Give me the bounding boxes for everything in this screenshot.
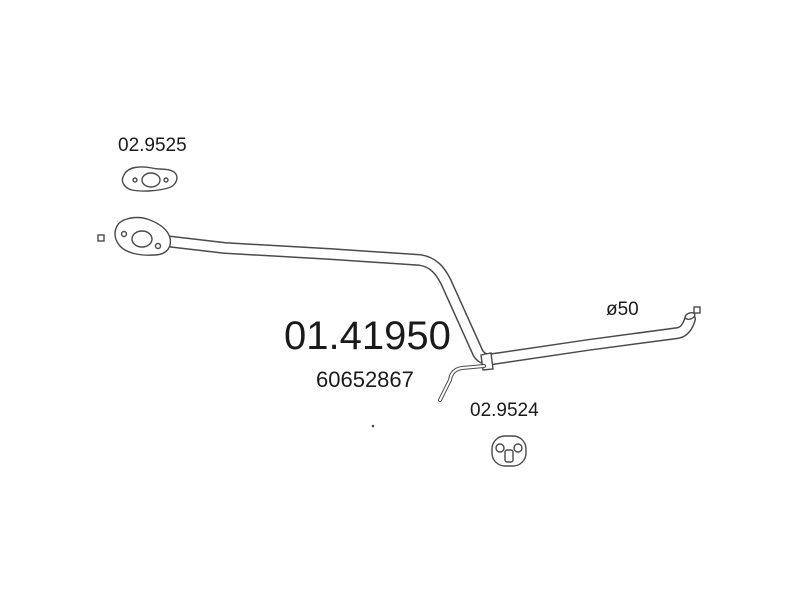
stray-dot — [371, 424, 375, 428]
gasket-part-number: 02.9525 — [118, 135, 187, 156]
main-part-number: 01.41950 — [284, 314, 451, 358]
outlet-end-marker — [693, 306, 701, 314]
gasket-part — [121, 166, 178, 192]
inlet-end-marker — [97, 234, 105, 242]
pipe-diameter-label: ø50 — [606, 299, 639, 320]
hanger-part-number: 02.9524 — [470, 400, 539, 421]
exhaust-pipe — [114, 216, 696, 402]
oe-number: 60652867 — [316, 367, 414, 392]
rubber-hanger-part — [491, 435, 527, 467]
